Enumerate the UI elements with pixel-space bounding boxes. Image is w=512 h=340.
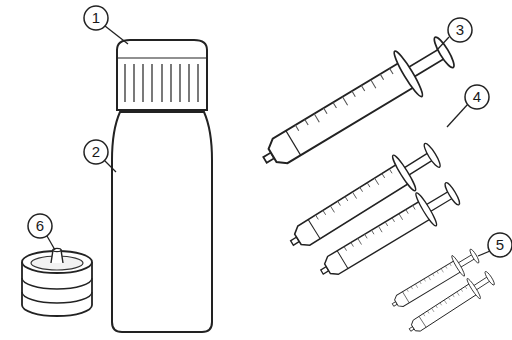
syringe-small bbox=[403, 267, 497, 340]
callout-number: 4 bbox=[465, 85, 489, 109]
bottle bbox=[112, 40, 212, 332]
callout-number: 2 bbox=[84, 140, 108, 164]
leader-lines bbox=[47, 26, 490, 256]
callout-number: 3 bbox=[448, 18, 472, 42]
callout-number: 5 bbox=[488, 233, 512, 257]
callout-number: 1 bbox=[84, 6, 108, 30]
callout-circles bbox=[28, 6, 512, 257]
bottle-adapter bbox=[22, 248, 92, 316]
callout-number: 6 bbox=[28, 214, 52, 238]
